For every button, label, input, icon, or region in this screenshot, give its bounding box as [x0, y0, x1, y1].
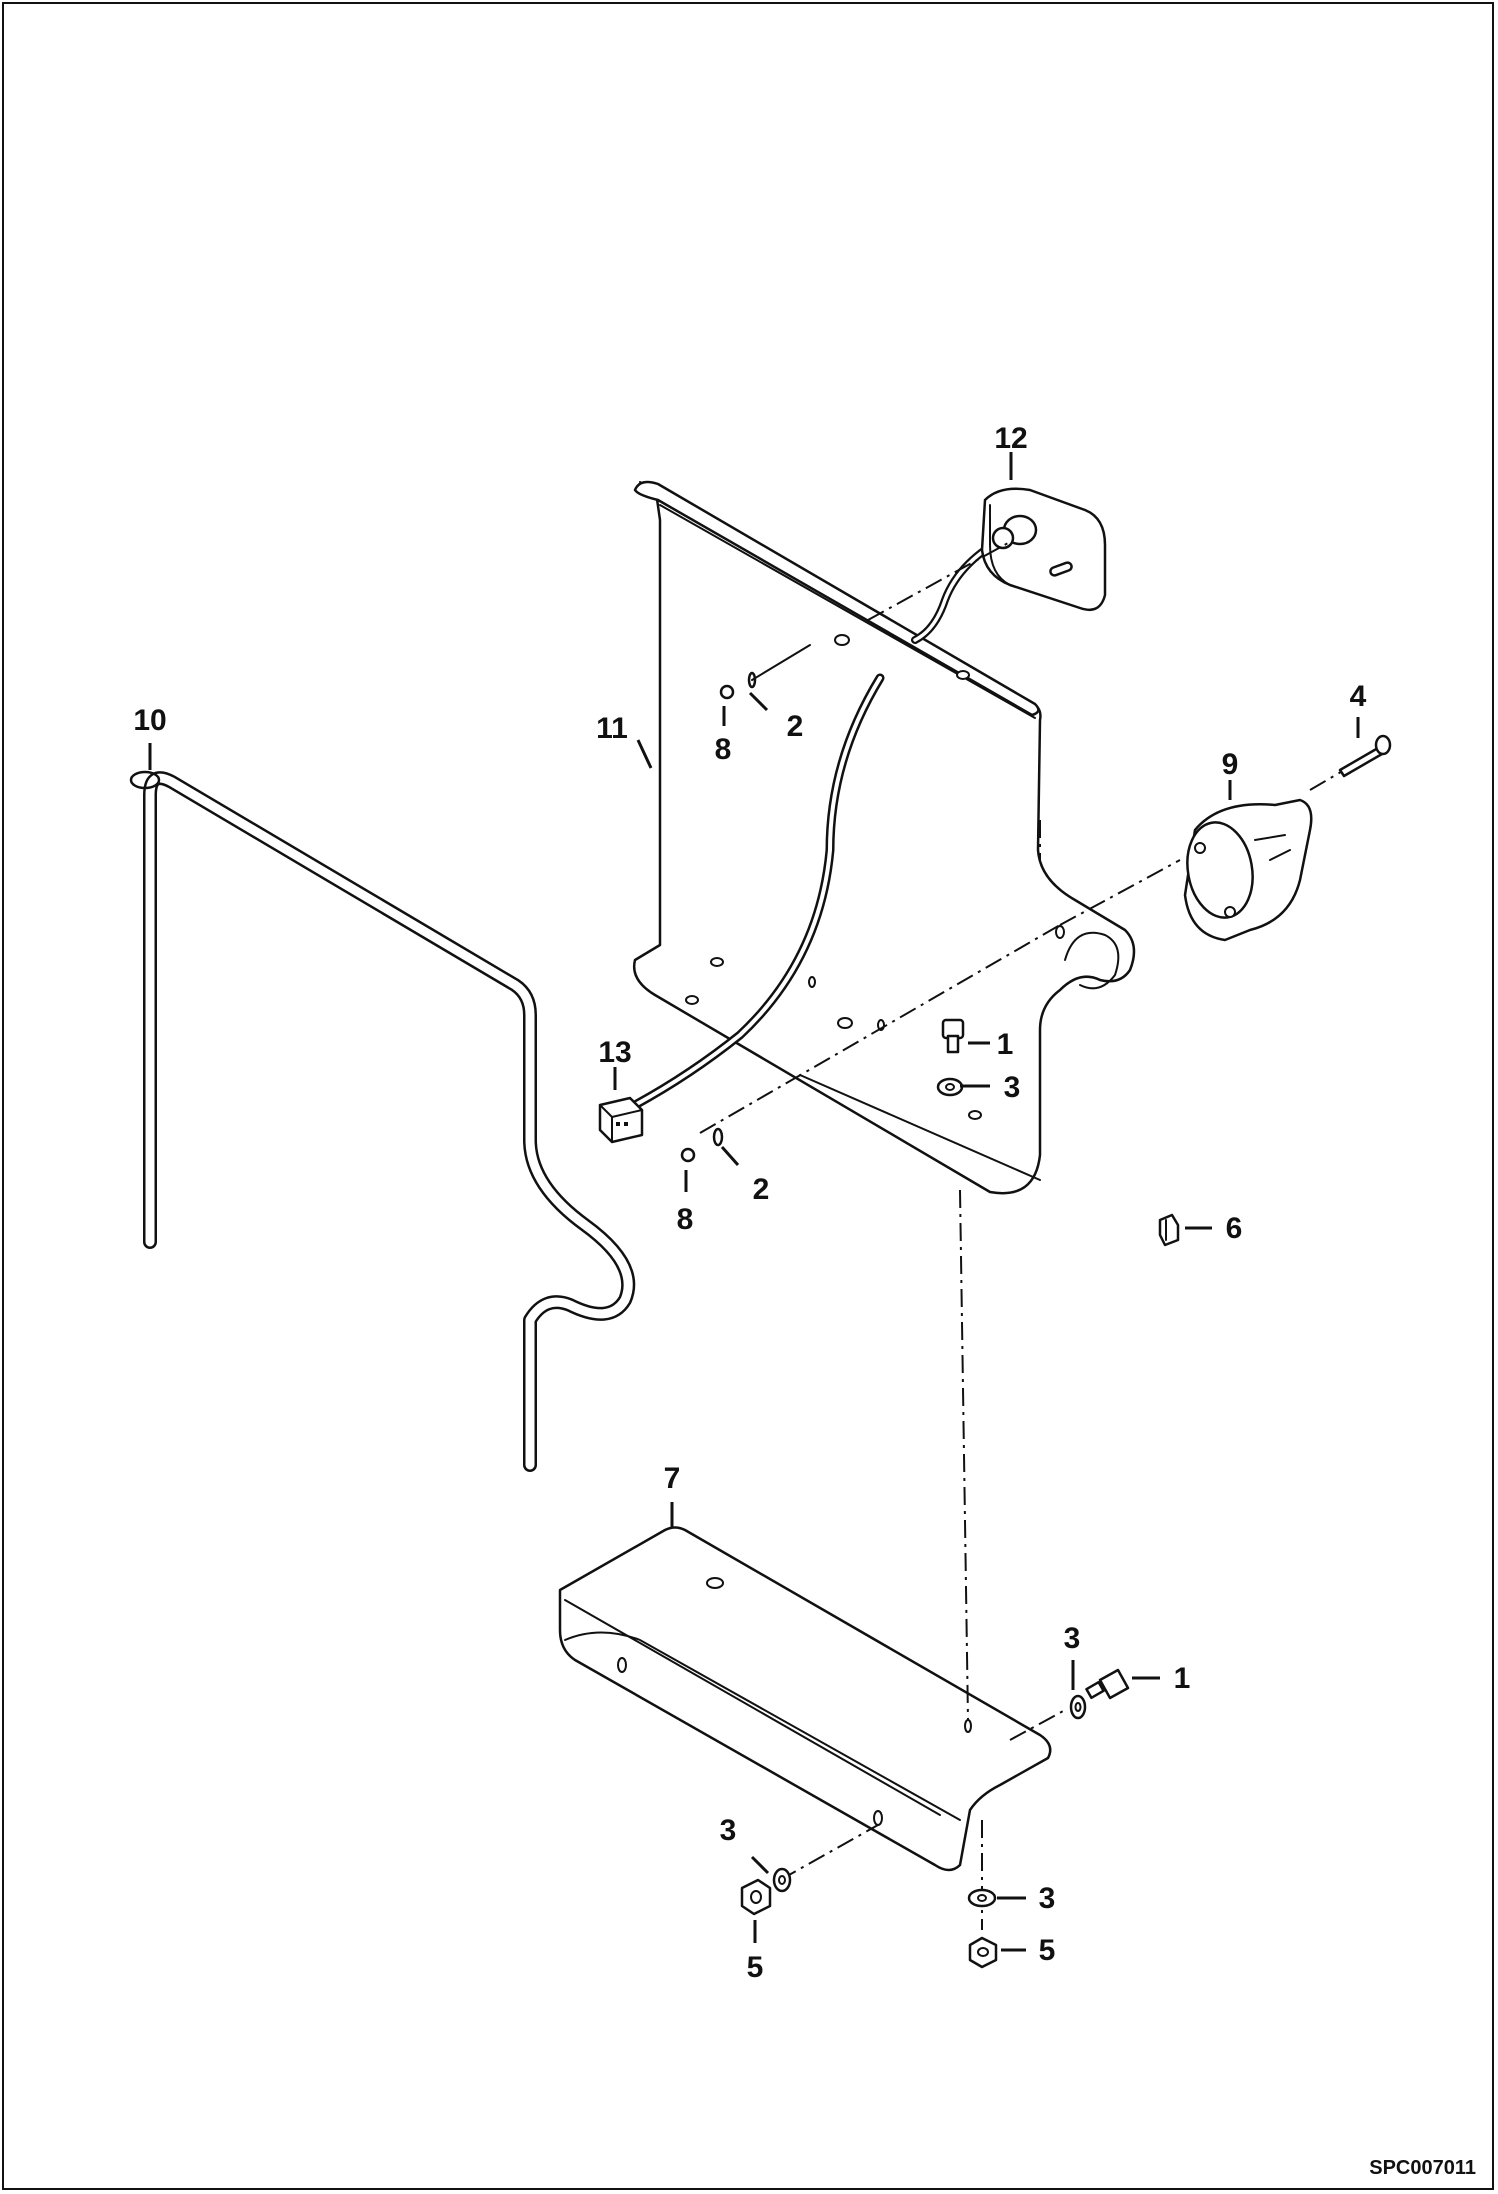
- part-8-nut-lower: [680, 1147, 696, 1163]
- part-2-washer-lower: [712, 1127, 724, 1147]
- callout-12: 12: [994, 422, 1027, 455]
- callout-4: 4: [1350, 680, 1367, 713]
- callout-1-lower: 1: [1174, 1662, 1191, 1695]
- callout-13: 13: [598, 1036, 631, 1069]
- callout-3-upper: 3: [1004, 1071, 1021, 1104]
- callout-leaders: [148, 452, 1360, 1952]
- callout-9: 9: [1222, 748, 1239, 781]
- callout-2-upper: 2: [787, 710, 804, 743]
- part-9-light: [1183, 798, 1313, 942]
- callout-11: 11: [596, 712, 628, 745]
- callout-8-lower: 8: [677, 1203, 694, 1236]
- callout-10: 10: [133, 704, 166, 737]
- callout-7: 7: [664, 1462, 681, 1495]
- assembly-center-lines: [699, 542, 1371, 1930]
- part-12-lamp: [980, 487, 1107, 612]
- drawing-code: SPC007011: [1369, 2157, 1476, 2179]
- part-7-lower-bracket: [558, 1526, 1052, 1872]
- callout-3-bottom: 3: [1039, 1882, 1056, 1915]
- callout-5-bottom: 5: [1039, 1934, 1056, 1967]
- callout-3-right: 3: [1064, 1622, 1081, 1655]
- part-10-bent-rod: [129, 770, 636, 1472]
- callout-5-left: 5: [747, 1951, 764, 1984]
- callout-6: 6: [1226, 1212, 1243, 1245]
- part-4-screw: [1338, 734, 1392, 778]
- callout-1-upper: 1: [997, 1028, 1014, 1061]
- part-6-clip: [1158, 1213, 1180, 1247]
- callout-3-left: 3: [720, 1814, 737, 1847]
- callout-8-upper: 8: [715, 733, 732, 766]
- hardware: [680, 644, 1392, 1969]
- callout-2-lower: 2: [753, 1173, 770, 1206]
- part-13-connector: [598, 1096, 644, 1144]
- part-1-bolt-upper: [941, 1018, 965, 1054]
- part-1-bolt-lower: [1085, 1668, 1130, 1700]
- callout-labels: 12 4 9 10 11 8 2 1 3 13 2 8 6 7 3 1 3 5 …: [133, 422, 1366, 1984]
- part-8-nut-upper: [719, 684, 735, 700]
